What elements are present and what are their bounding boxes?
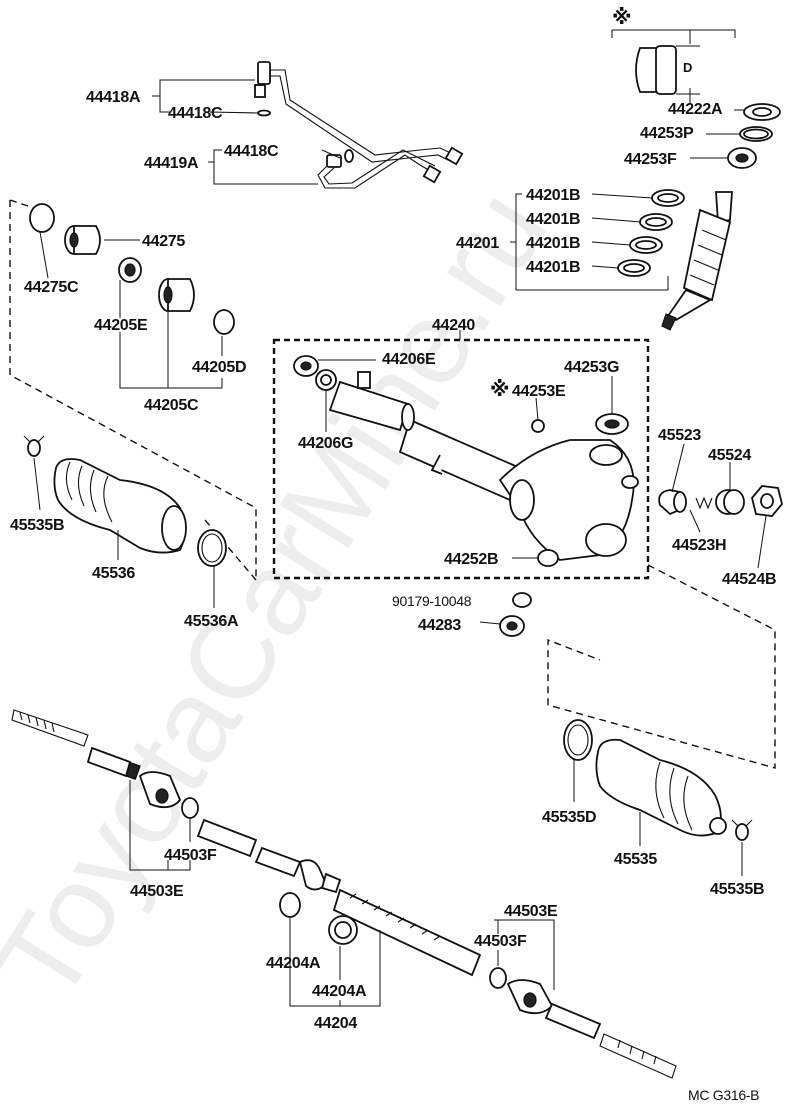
plug-44283 bbox=[499, 615, 525, 637]
label-44206e: 44206E bbox=[382, 351, 436, 368]
note-mark-44253e: ※ bbox=[490, 379, 509, 401]
lock-nut-44524b bbox=[751, 485, 783, 517]
label-44418c-lower: 44418C bbox=[224, 143, 279, 160]
rack-guide-45523 bbox=[658, 489, 687, 516]
label-45535: 45535 bbox=[614, 851, 657, 868]
o-ring-44204a-upper bbox=[279, 892, 301, 918]
bushing-44205c bbox=[158, 278, 195, 312]
label-45535b-left: 45535B bbox=[10, 517, 64, 534]
label-44503e-right: 44503E bbox=[504, 903, 558, 920]
control-valve-shaft bbox=[661, 191, 733, 331]
label-44524b: 44524B bbox=[722, 571, 776, 588]
label-45536: 45536 bbox=[92, 565, 135, 582]
label-44204a-left: 44204A bbox=[266, 955, 321, 972]
label-44253f: 44253F bbox=[624, 151, 677, 168]
seal-44418c-lower bbox=[344, 149, 354, 163]
bearing-44253f bbox=[727, 147, 757, 169]
label-44523h: 44523H bbox=[672, 537, 726, 554]
label-44419a: 44419A bbox=[144, 155, 199, 172]
clip-45535b-right bbox=[731, 819, 753, 841]
clip-45535b-left bbox=[23, 435, 45, 457]
tie-rod-end-right bbox=[599, 1033, 677, 1079]
clamp-45535d bbox=[563, 719, 593, 761]
cap-45524 bbox=[715, 489, 745, 515]
label-44240: 44240 bbox=[432, 317, 475, 334]
label-44418a: 44418A bbox=[86, 89, 141, 106]
label-44201: 44201 bbox=[456, 235, 499, 252]
seal-44201b-3 bbox=[629, 236, 663, 254]
seal-44206g bbox=[315, 369, 337, 391]
label-45524: 45524 bbox=[708, 447, 751, 464]
claw-washer-44503f-left bbox=[181, 797, 199, 819]
dust-seal-44222a-detail bbox=[635, 45, 700, 95]
label-45535b-right: 45535B bbox=[710, 881, 764, 898]
label-44204: 44204 bbox=[314, 1015, 357, 1032]
pressure-tube-44419a bbox=[317, 149, 442, 189]
label-44201b-1: 44201B bbox=[526, 187, 580, 204]
label-44201b-2: 44201B bbox=[526, 211, 580, 228]
label-44418c-upper: 44418C bbox=[168, 105, 223, 122]
clamp-45536a bbox=[197, 529, 227, 567]
label-44275: 44275 bbox=[142, 233, 185, 250]
label-45536a: 45536A bbox=[184, 613, 239, 630]
label-44206g: 44206G bbox=[298, 435, 353, 452]
tie-rod-end-left bbox=[11, 709, 89, 747]
o-ring-44275c bbox=[29, 203, 55, 233]
rack-bar bbox=[196, 818, 482, 977]
claw-washer-44503f-right bbox=[489, 967, 507, 989]
seal-44206e bbox=[293, 355, 319, 377]
rack-housing-44240 bbox=[398, 418, 639, 561]
label-90179-10048: 90179-10048 bbox=[392, 593, 472, 609]
cylinder-tube bbox=[328, 371, 415, 432]
note-mark-top: ※ bbox=[612, 7, 631, 29]
boot-45536 bbox=[53, 458, 187, 554]
housing-assembly-boundary bbox=[272, 338, 650, 580]
label-44253g: 44253G bbox=[564, 359, 619, 376]
seal-44252b bbox=[537, 549, 559, 567]
plug-90179-10048 bbox=[512, 592, 532, 608]
tie-rod-left bbox=[86, 746, 182, 809]
right-boot-boundary bbox=[547, 564, 776, 769]
label-44205e: 44205E bbox=[94, 317, 148, 334]
seal-44201b-4 bbox=[617, 259, 651, 277]
o-ring-44205d bbox=[213, 309, 235, 335]
label-44222a: 44222A bbox=[668, 101, 723, 118]
label-44503e-left: 44503E bbox=[130, 883, 184, 900]
spring-44523h bbox=[695, 496, 713, 510]
label-44252b: 44252B bbox=[444, 551, 498, 568]
label-44201b-4: 44201B bbox=[526, 259, 580, 276]
label-44204a-right: 44204A bbox=[312, 983, 367, 1000]
tie-rod-right bbox=[506, 979, 602, 1040]
pressure-tube-44418a bbox=[254, 61, 464, 166]
dimension-bracket bbox=[611, 29, 736, 104]
label-44205c: 44205C bbox=[144, 397, 199, 414]
label-44283: 44283 bbox=[418, 617, 461, 634]
dimension-d-label: D bbox=[683, 60, 692, 75]
label-45535d: 45535D bbox=[542, 809, 596, 826]
seal-44418c-upper bbox=[257, 109, 271, 117]
label-44201b-3: 44201B bbox=[526, 235, 580, 252]
leader-lines bbox=[33, 79, 767, 1007]
label-44205d: 44205D bbox=[192, 359, 246, 376]
boot-45535 bbox=[595, 738, 727, 837]
seal-44253g bbox=[595, 413, 629, 435]
seal-44201b-2 bbox=[639, 213, 673, 231]
label-45523: 45523 bbox=[658, 427, 701, 444]
seal-44201b-1 bbox=[651, 189, 685, 207]
label-44275c: 44275C bbox=[24, 279, 79, 296]
seal-44222a bbox=[743, 103, 781, 121]
label-44503f-right: 44503F bbox=[474, 933, 527, 950]
snap-ring-44253p bbox=[739, 126, 773, 142]
bushing-44275 bbox=[64, 225, 101, 255]
bushing-44204a-lower bbox=[328, 915, 358, 945]
plug-44253e bbox=[531, 419, 545, 433]
label-44253p: 44253P bbox=[640, 125, 694, 142]
seal-44205e bbox=[118, 257, 142, 283]
label-44253e: 44253E bbox=[512, 383, 566, 400]
drawing-code: MC G316-B bbox=[688, 1087, 759, 1103]
label-44503f-left: 44503F bbox=[164, 847, 217, 864]
